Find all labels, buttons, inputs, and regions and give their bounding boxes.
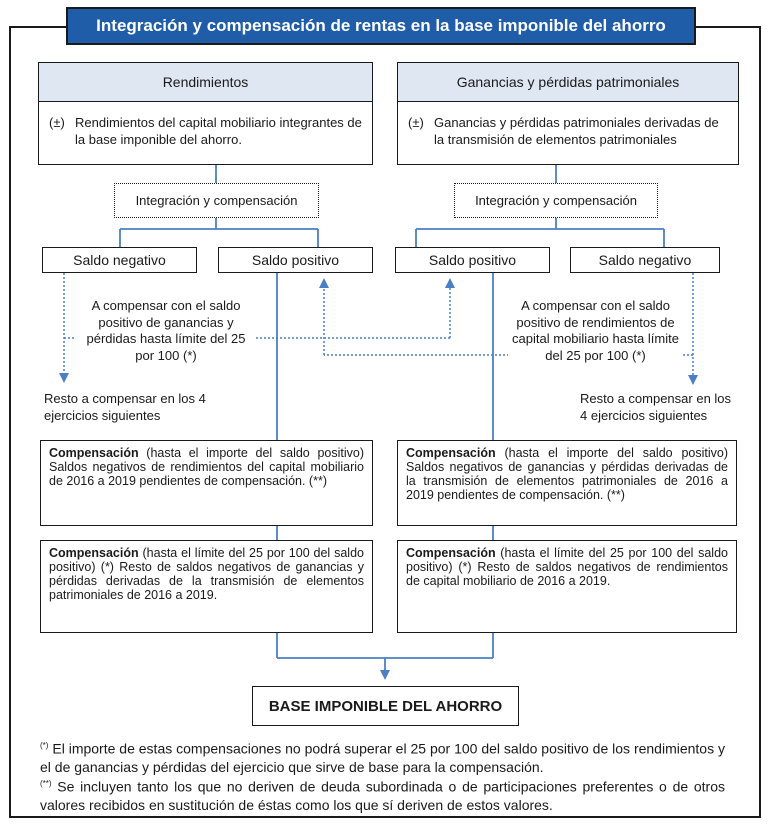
- footnote-2: (**) Se incluyen tanto los que no derive…: [40, 775, 725, 814]
- right-source-box: Ganancias y pérdidas patrimoniales (±) G…: [397, 62, 739, 165]
- right-comp2-text: (hasta el límite del 25 por 100 del sald…: [406, 546, 728, 588]
- left-remainder-note: Resto a compensar en los 4 ejercicios si…: [44, 391, 206, 423]
- footnote-1-mark: (*): [40, 741, 49, 750]
- right-comp1-title: Compensación: [406, 446, 496, 460]
- right-comp-box-1: Compensación (hasta el importe del saldo…: [397, 440, 737, 526]
- right-integration-box: Integración y compensación: [454, 183, 658, 218]
- left-integration-box: Integración y compensación: [114, 183, 319, 218]
- left-header: Rendimientos: [39, 63, 372, 102]
- base-imponible-box: BASE IMPONIBLE DEL AHORRO: [252, 686, 519, 726]
- left-saldo-positivo: Saldo positivo: [218, 247, 373, 273]
- left-comp2-text: (hasta el límite del 25 por 100 del sald…: [49, 546, 364, 602]
- right-header: Ganancias y pérdidas patrimoniales: [398, 63, 738, 102]
- left-comp2-title: Compensación: [49, 546, 139, 560]
- footnote-2-text: Se incluyen tanto los que no deriven de …: [40, 778, 725, 813]
- left-comp-box-2: Compensación (hasta el límite del 25 por…: [40, 540, 373, 633]
- right-remainder-note: Resto a compensar en los 4 ejercicios si…: [580, 391, 732, 423]
- footnote-2-mark: (**): [40, 779, 52, 788]
- left-comp-box-1: Compensación (hasta el importe del saldo…: [40, 440, 373, 526]
- left-comp1-title: Compensación: [49, 446, 139, 460]
- left-sign: (±): [49, 115, 65, 130]
- left-saldo-negativo: Saldo negativo: [42, 247, 197, 273]
- left-source-box: Rendimientos (±) Rendimientos del capita…: [38, 62, 373, 165]
- right-description: Ganancias y pérdidas patrimoniales deriv…: [434, 115, 719, 147]
- right-saldo-positivo: Saldo positivo: [395, 247, 550, 273]
- left-compensate-note: A compensar con el saldo positivo de gan…: [76, 298, 256, 364]
- right-comp1-text: (hasta el importe del saldo positivo) Sa…: [406, 446, 728, 502]
- right-sign: (±): [408, 115, 424, 130]
- right-compensate-note: A compensar con el saldo positivo de ren…: [508, 298, 683, 364]
- right-comp-box-2: Compensación (hasta el límite del 25 por…: [397, 540, 737, 633]
- footnote-1: (*) El importe de estas compensaciones n…: [40, 737, 725, 776]
- left-comp1-text: (hasta el importe del saldo positivo) Sa…: [49, 446, 364, 488]
- diagram-title: Integración y compensación de rentas en …: [66, 7, 696, 45]
- right-saldo-negativo: Saldo negativo: [570, 247, 720, 273]
- right-comp2-title: Compensación: [406, 546, 496, 560]
- footnote-1-text: El importe de estas compensaciones no po…: [40, 740, 726, 775]
- left-description: Rendimientos del capital mobiliario inte…: [75, 115, 362, 147]
